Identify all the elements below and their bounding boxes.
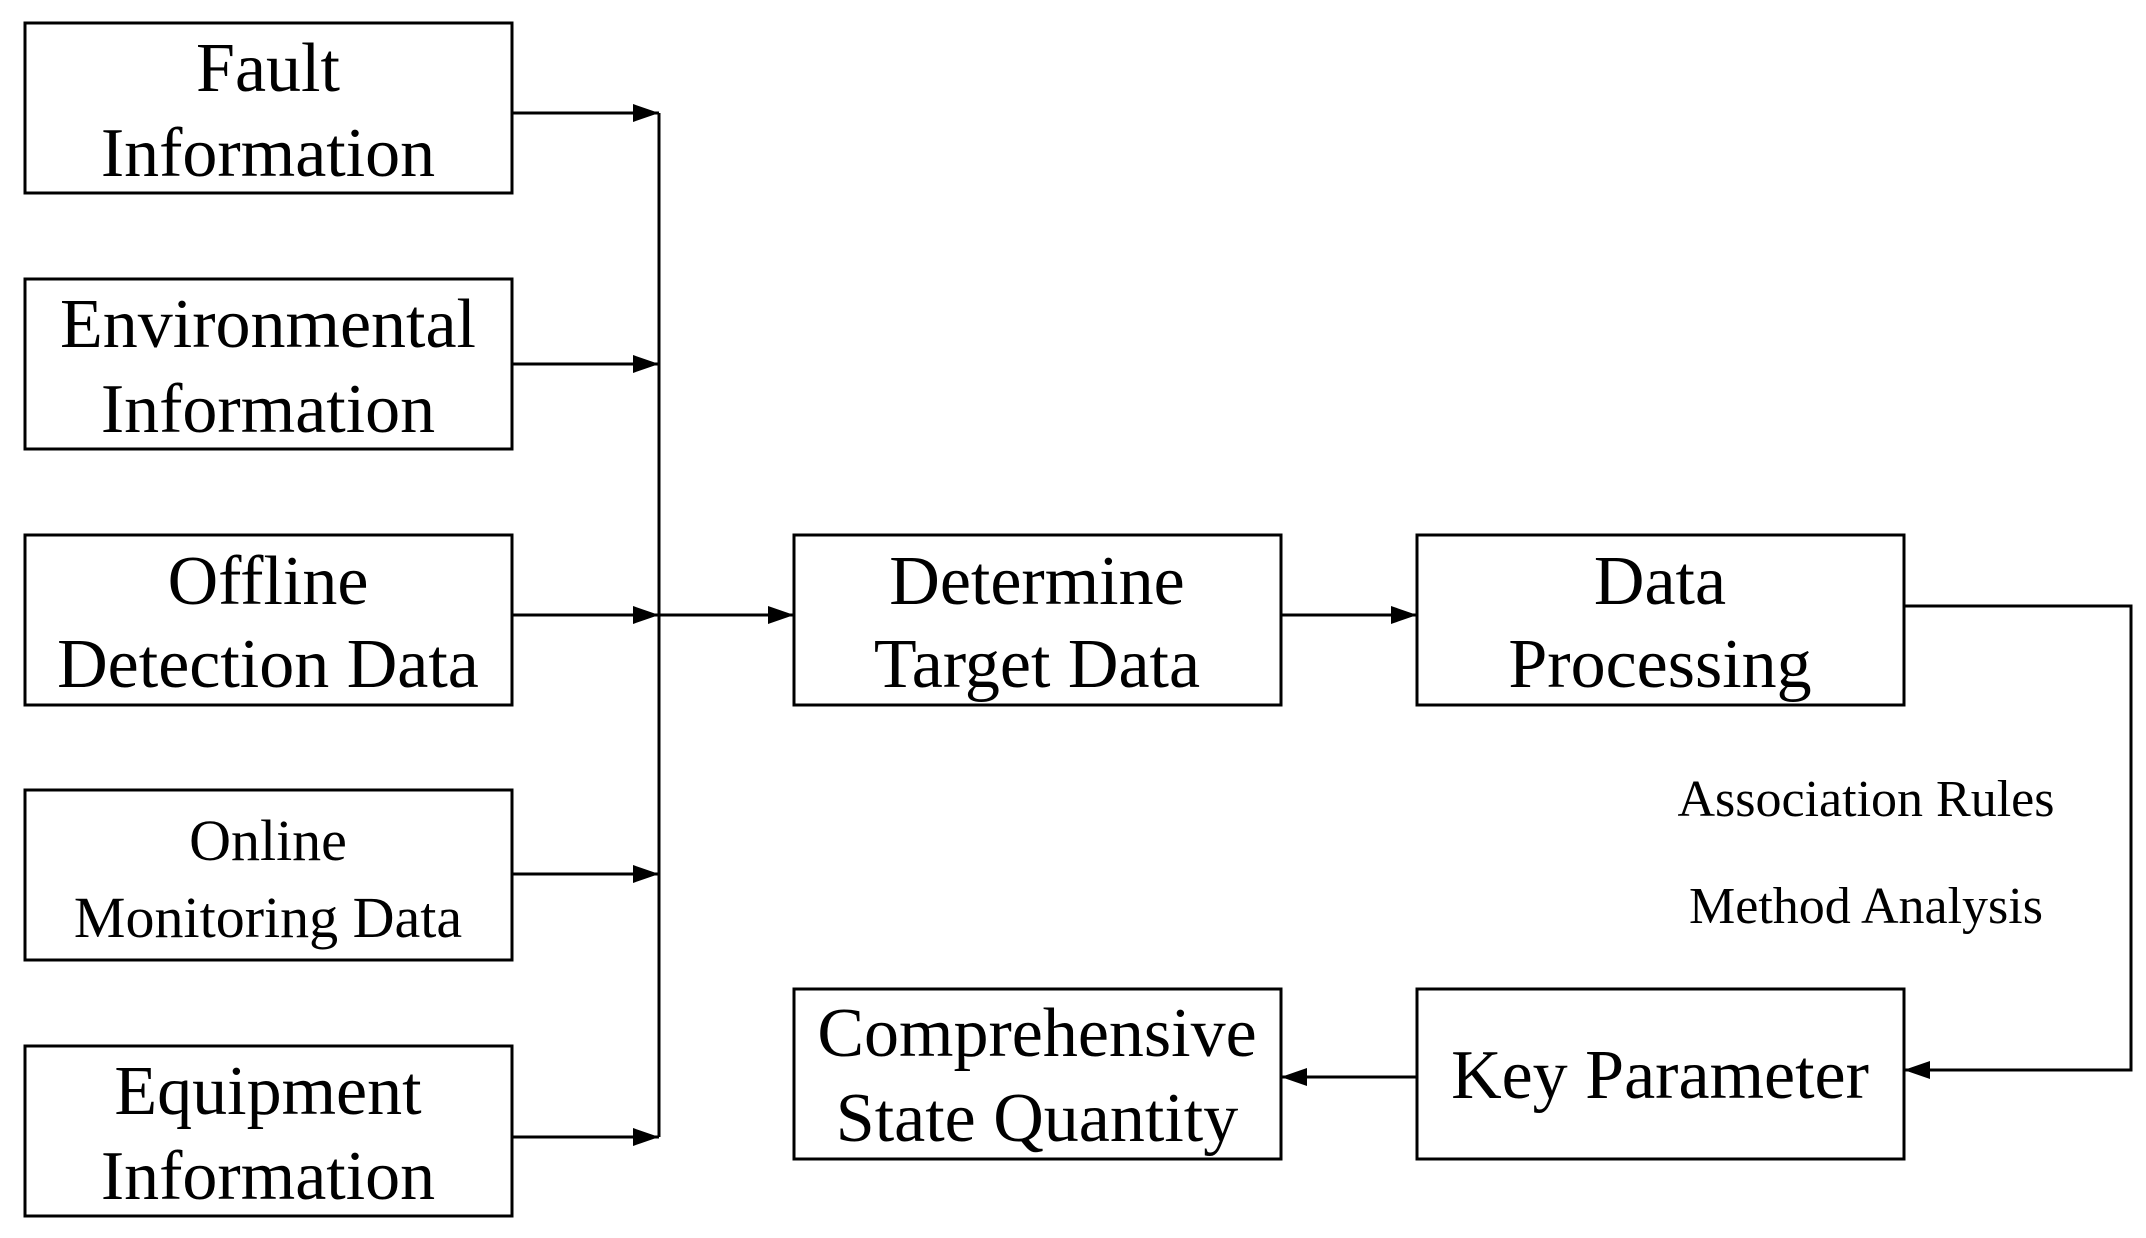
node-determine-target-data: Determine Target Data [792,533,1283,707]
node-label-line-1: Equipment [114,1053,422,1130]
node-label-line-2: Target Data [874,626,1200,703]
node-label-line-1: Determine [889,543,1184,620]
node-offline-detection-data: Offline Detection Data [23,533,514,707]
node-comprehensive-state-quantity: Comprehensive State Quantity [792,987,1283,1161]
node-label-line-2: Processing [1508,626,1811,703]
node-box [1415,533,1906,707]
arrow-processing-to-key-parameter [1904,604,2133,1079]
node-label-line-1: Environmental [60,286,476,363]
node-box [23,788,514,962]
annotation-line-2: Method Analysis [1689,878,2043,935]
node-box [792,533,1283,707]
node-box [23,1044,514,1218]
node-online-monitoring-data: Online Monitoring Data [23,788,514,962]
node-label-line-1: Comprehensive [817,995,1256,1072]
node-box [23,21,514,195]
node-label-line-1: Offline [168,543,369,620]
annotation-line-1: Association Rules [1678,771,2055,828]
node-key-parameter: Key Parameter [1415,987,1906,1161]
node-label-line-1: Data [1594,543,1726,620]
edge-annotation: Association Rules Method Analysis [1678,771,2055,935]
node-label-line-2: State Quantity [836,1080,1238,1157]
node-label-line-2: Information [101,1138,435,1215]
node-label-line-2: Information [101,115,435,192]
node-data-processing: Data Processing [1415,533,1906,707]
node-box [23,533,514,707]
node-label-line-2: Information [101,371,435,448]
node-label-line-1: Online [189,808,347,873]
node-box [1415,987,1906,1161]
node-environmental-information: Environmental Information [23,277,514,451]
node-label-line-1: Fault [196,30,340,107]
node-box [792,987,1283,1161]
node-equipment-information: Equipment Information [23,1044,514,1218]
node-box [23,277,514,451]
node-label-line-2: Detection Data [57,626,479,703]
node-fault-information: Fault Information [23,21,514,195]
node-label-line-2: Monitoring Data [74,885,462,950]
node-label-line-1: Key Parameter [1451,1037,1869,1114]
